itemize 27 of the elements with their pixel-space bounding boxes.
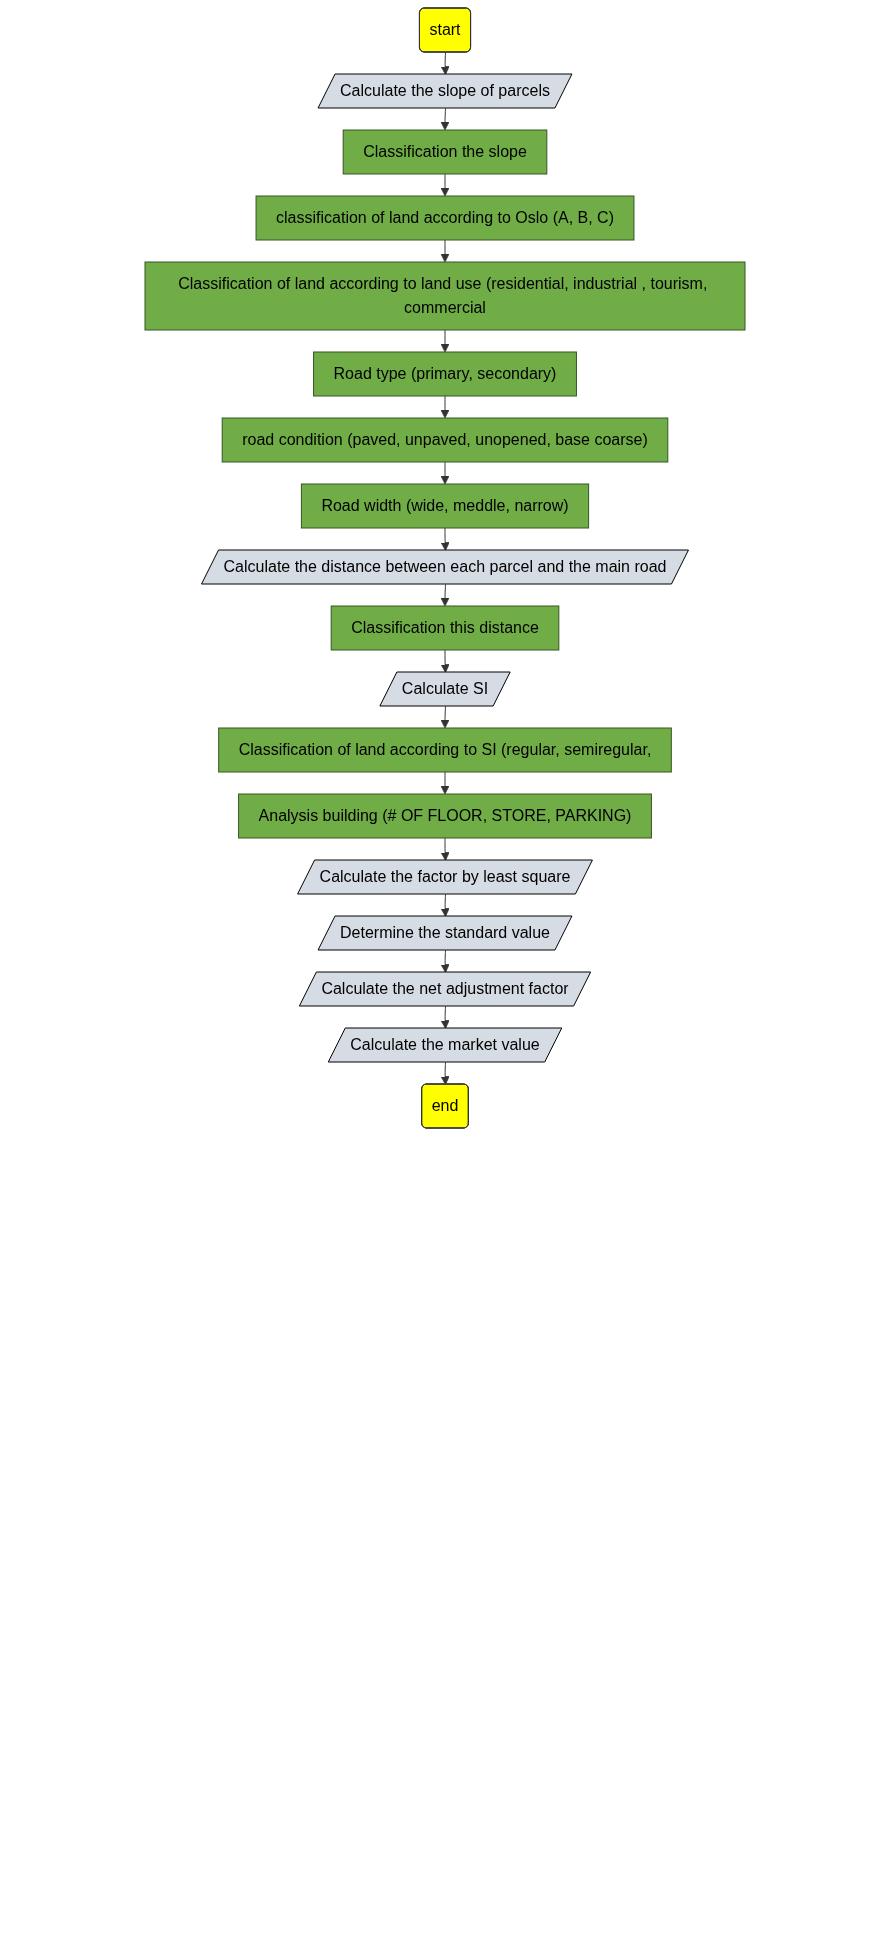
arrow [440, 1062, 450, 1085]
node-box: Classification of land according to SI (regular, semiregular, [217, 727, 672, 773]
arrow [440, 52, 450, 75]
arrow [440, 584, 449, 607]
arrow [440, 894, 450, 917]
node-box: Road type (primary, secondary) [312, 351, 577, 397]
arrow [440, 108, 449, 131]
arrow [440, 527, 450, 551]
node-box: Calculate the distance between each parcel and the main road [200, 549, 689, 585]
arrow [440, 706, 449, 729]
node-box: Analysis building (# OF FLOOR, STORE, PARKING) [237, 793, 652, 839]
arrow [440, 173, 449, 197]
node-box: classification of land according to Oslo (A, B, C) [255, 195, 634, 241]
arrow [440, 395, 449, 419]
node-box: Classification the slope [342, 129, 547, 175]
arrow [440, 461, 449, 485]
node-box: Road width (wide, meddle, narrow) [300, 483, 589, 529]
arrow [440, 771, 449, 795]
arrow [440, 649, 450, 673]
arrow [440, 1006, 450, 1029]
node-box: Classification of land according to land use (residential, industrial , tourism, commercial [144, 261, 745, 331]
arrow [440, 329, 449, 353]
arrow [440, 950, 450, 973]
node-box: Classification this distance [330, 605, 559, 651]
arrow [440, 837, 450, 861]
node-box: road condition (paved, unpaved, unopened, base coarse) [221, 417, 668, 463]
arrow [440, 239, 449, 263]
